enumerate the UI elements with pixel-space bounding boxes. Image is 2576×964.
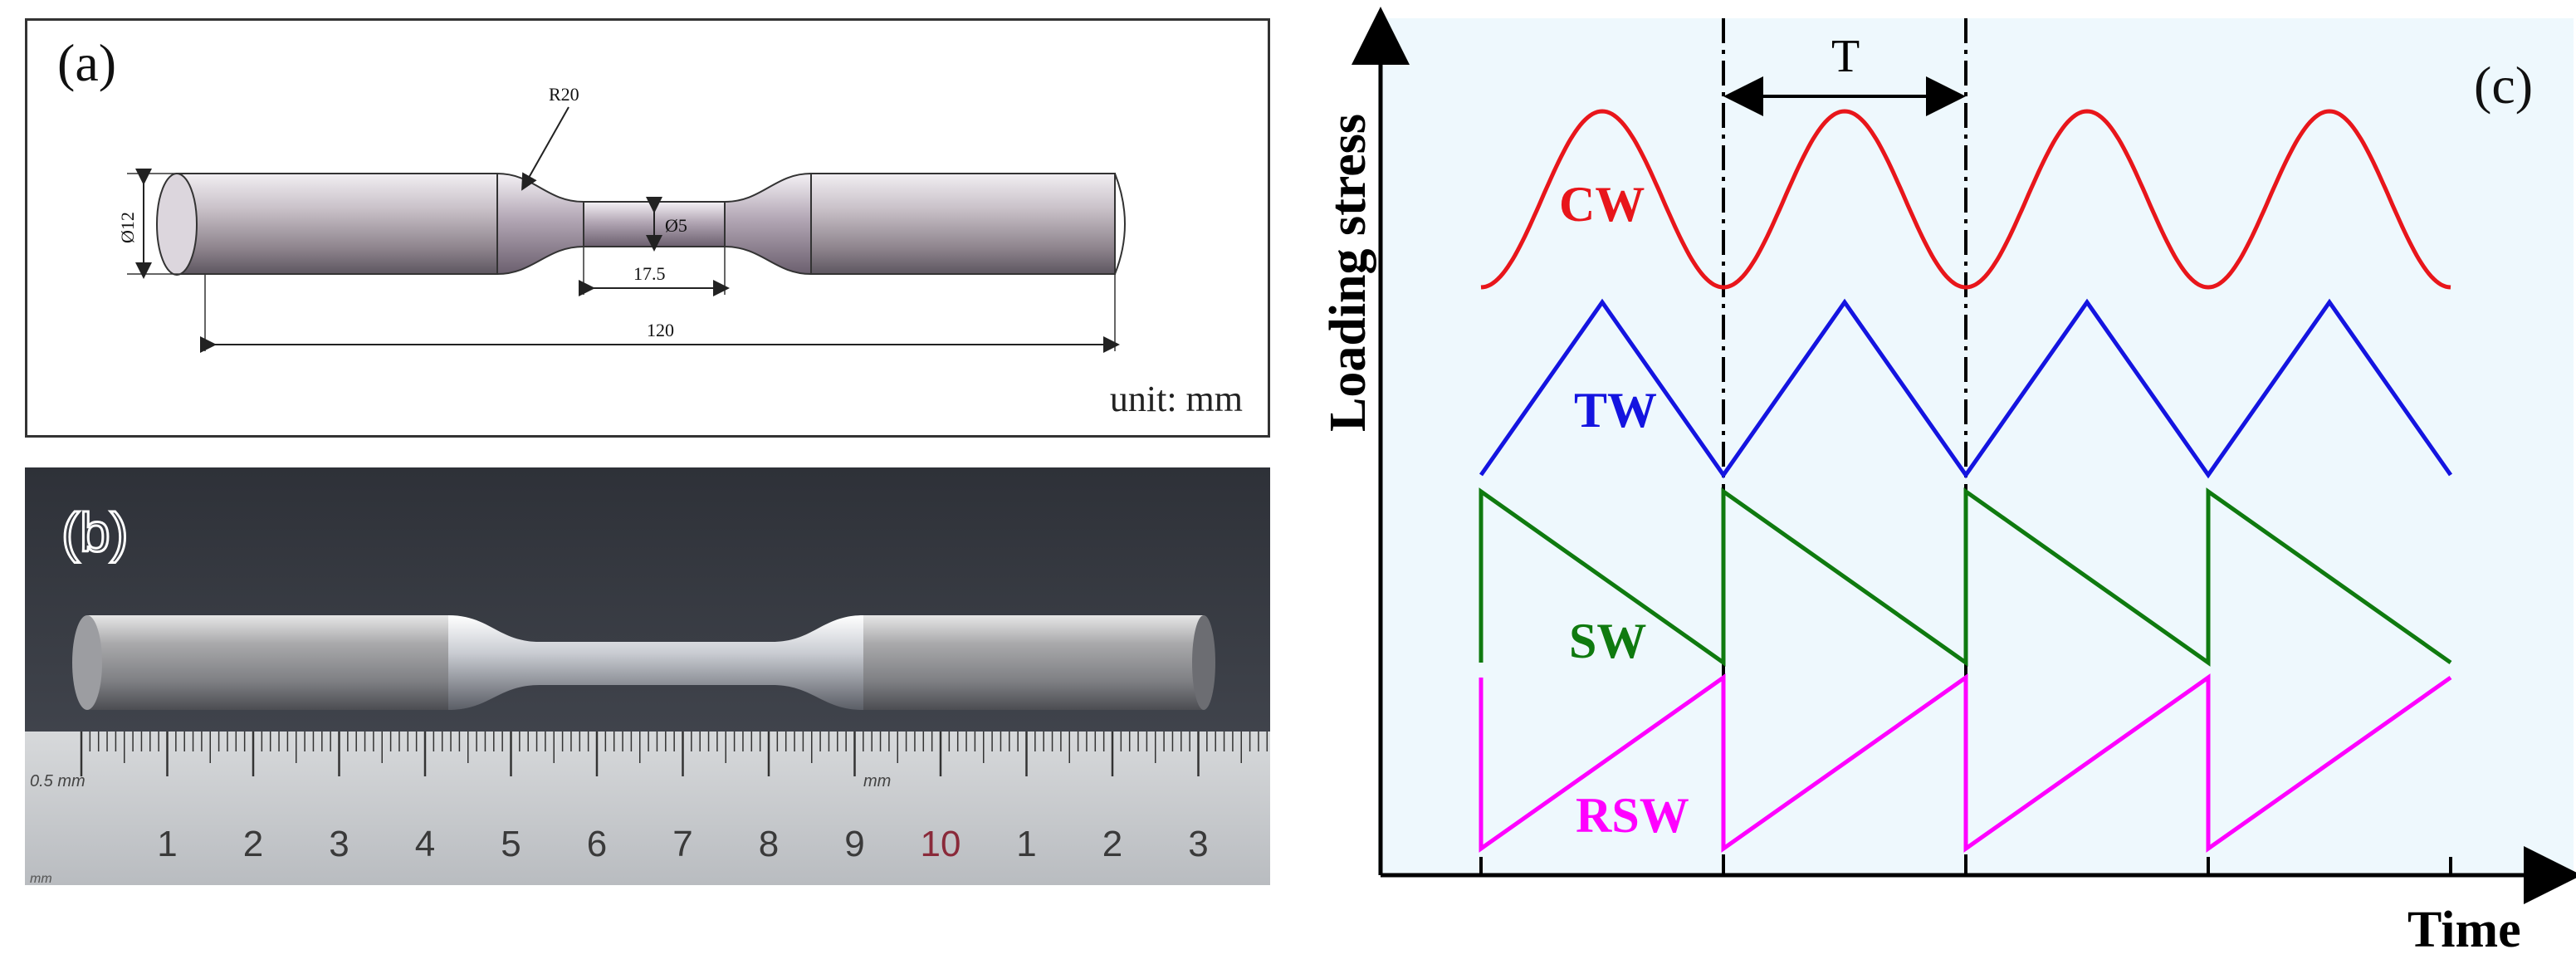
left-grip-end-face: [156, 173, 198, 276]
panel-a-technical-drawing: (a): [25, 18, 1270, 438]
x-axis-label: Time: [2407, 902, 2521, 958]
ruler-scale-label: 0.5 mm: [30, 772, 86, 790]
photo-left-grip: [87, 615, 448, 710]
ruler-mm-label: mm: [863, 772, 891, 790]
ruler-mm-label-left: mm: [30, 872, 52, 885]
wave-tw-line: [1479, 298, 2453, 479]
ruler-number: 5: [501, 824, 521, 864]
plot-background: [1378, 18, 2574, 875]
ruler-number: 6: [587, 824, 607, 864]
panel-a-label: (a): [57, 33, 117, 92]
left-fillet: [496, 172, 584, 276]
wave-cw-line: [1480, 109, 2451, 290]
specimen-photo-illustration: 0.5 mm mm mm 123456789101234: [25, 467, 1270, 885]
panel-b-label: (b): [61, 501, 130, 565]
unit-label: unit: mm: [1109, 379, 1243, 419]
ruler-number: 8: [759, 824, 779, 864]
ruler-number: 1: [1016, 824, 1036, 864]
ruler-number: 4: [415, 824, 435, 864]
wave-rsw-line: [1479, 673, 2452, 853]
ruler-number: 9: [844, 824, 864, 864]
ruler-number: 3: [1188, 824, 1208, 864]
ruler-number: 3: [329, 824, 349, 864]
y-axis-label: Loading stress: [1320, 114, 1376, 432]
gauge-length-label: 17.5: [633, 263, 666, 284]
grip-diameter-label: Ø12: [117, 212, 138, 243]
right-grip: [810, 173, 1116, 275]
panel-c-label: (c): [2474, 56, 2533, 115]
waveform-diagram: T CW TW SW RSW Loading stress Time (c): [1320, 7, 2576, 958]
specimen-drawing: Ø12 R20 Ø5 17.5 120: [117, 84, 1126, 353]
wave-tw-label: TW: [1574, 383, 1657, 438]
panel-b-photo: 0.5 mm mm mm 123456789101234 (b): [25, 467, 1270, 885]
wave-sw-label: SW: [1569, 614, 1646, 668]
left-grip: [176, 173, 498, 275]
time-ticks: [1479, 857, 2452, 875]
photo-right-grip: [863, 615, 1204, 710]
ruler-number: 2: [243, 824, 263, 864]
photo-neck: [448, 615, 863, 710]
ruler-number: 10: [921, 824, 961, 864]
ruler-numbers: 123456789101234: [157, 824, 1208, 864]
ruler-number: 1: [157, 824, 177, 864]
ruler-body: [25, 732, 1270, 885]
wave-rsw-label: RSW: [1576, 788, 1689, 843]
panel-c-waveforms: T CW TW SW RSW Loading stress Time (c): [1295, 0, 2576, 964]
radius-label: R20: [549, 84, 579, 105]
ruler-number: 2: [1102, 824, 1122, 864]
period-label: T: [1831, 31, 1860, 82]
ruler-number: 7: [672, 824, 692, 864]
total-length-label: 120: [647, 320, 674, 340]
gauge-diameter-label: Ø5: [665, 215, 687, 236]
wave-cw-label: CW: [1559, 177, 1645, 232]
wave-sw-line: [1479, 487, 2452, 667]
right-fillet: [724, 172, 812, 276]
ruler-ticks: [80, 732, 1268, 776]
